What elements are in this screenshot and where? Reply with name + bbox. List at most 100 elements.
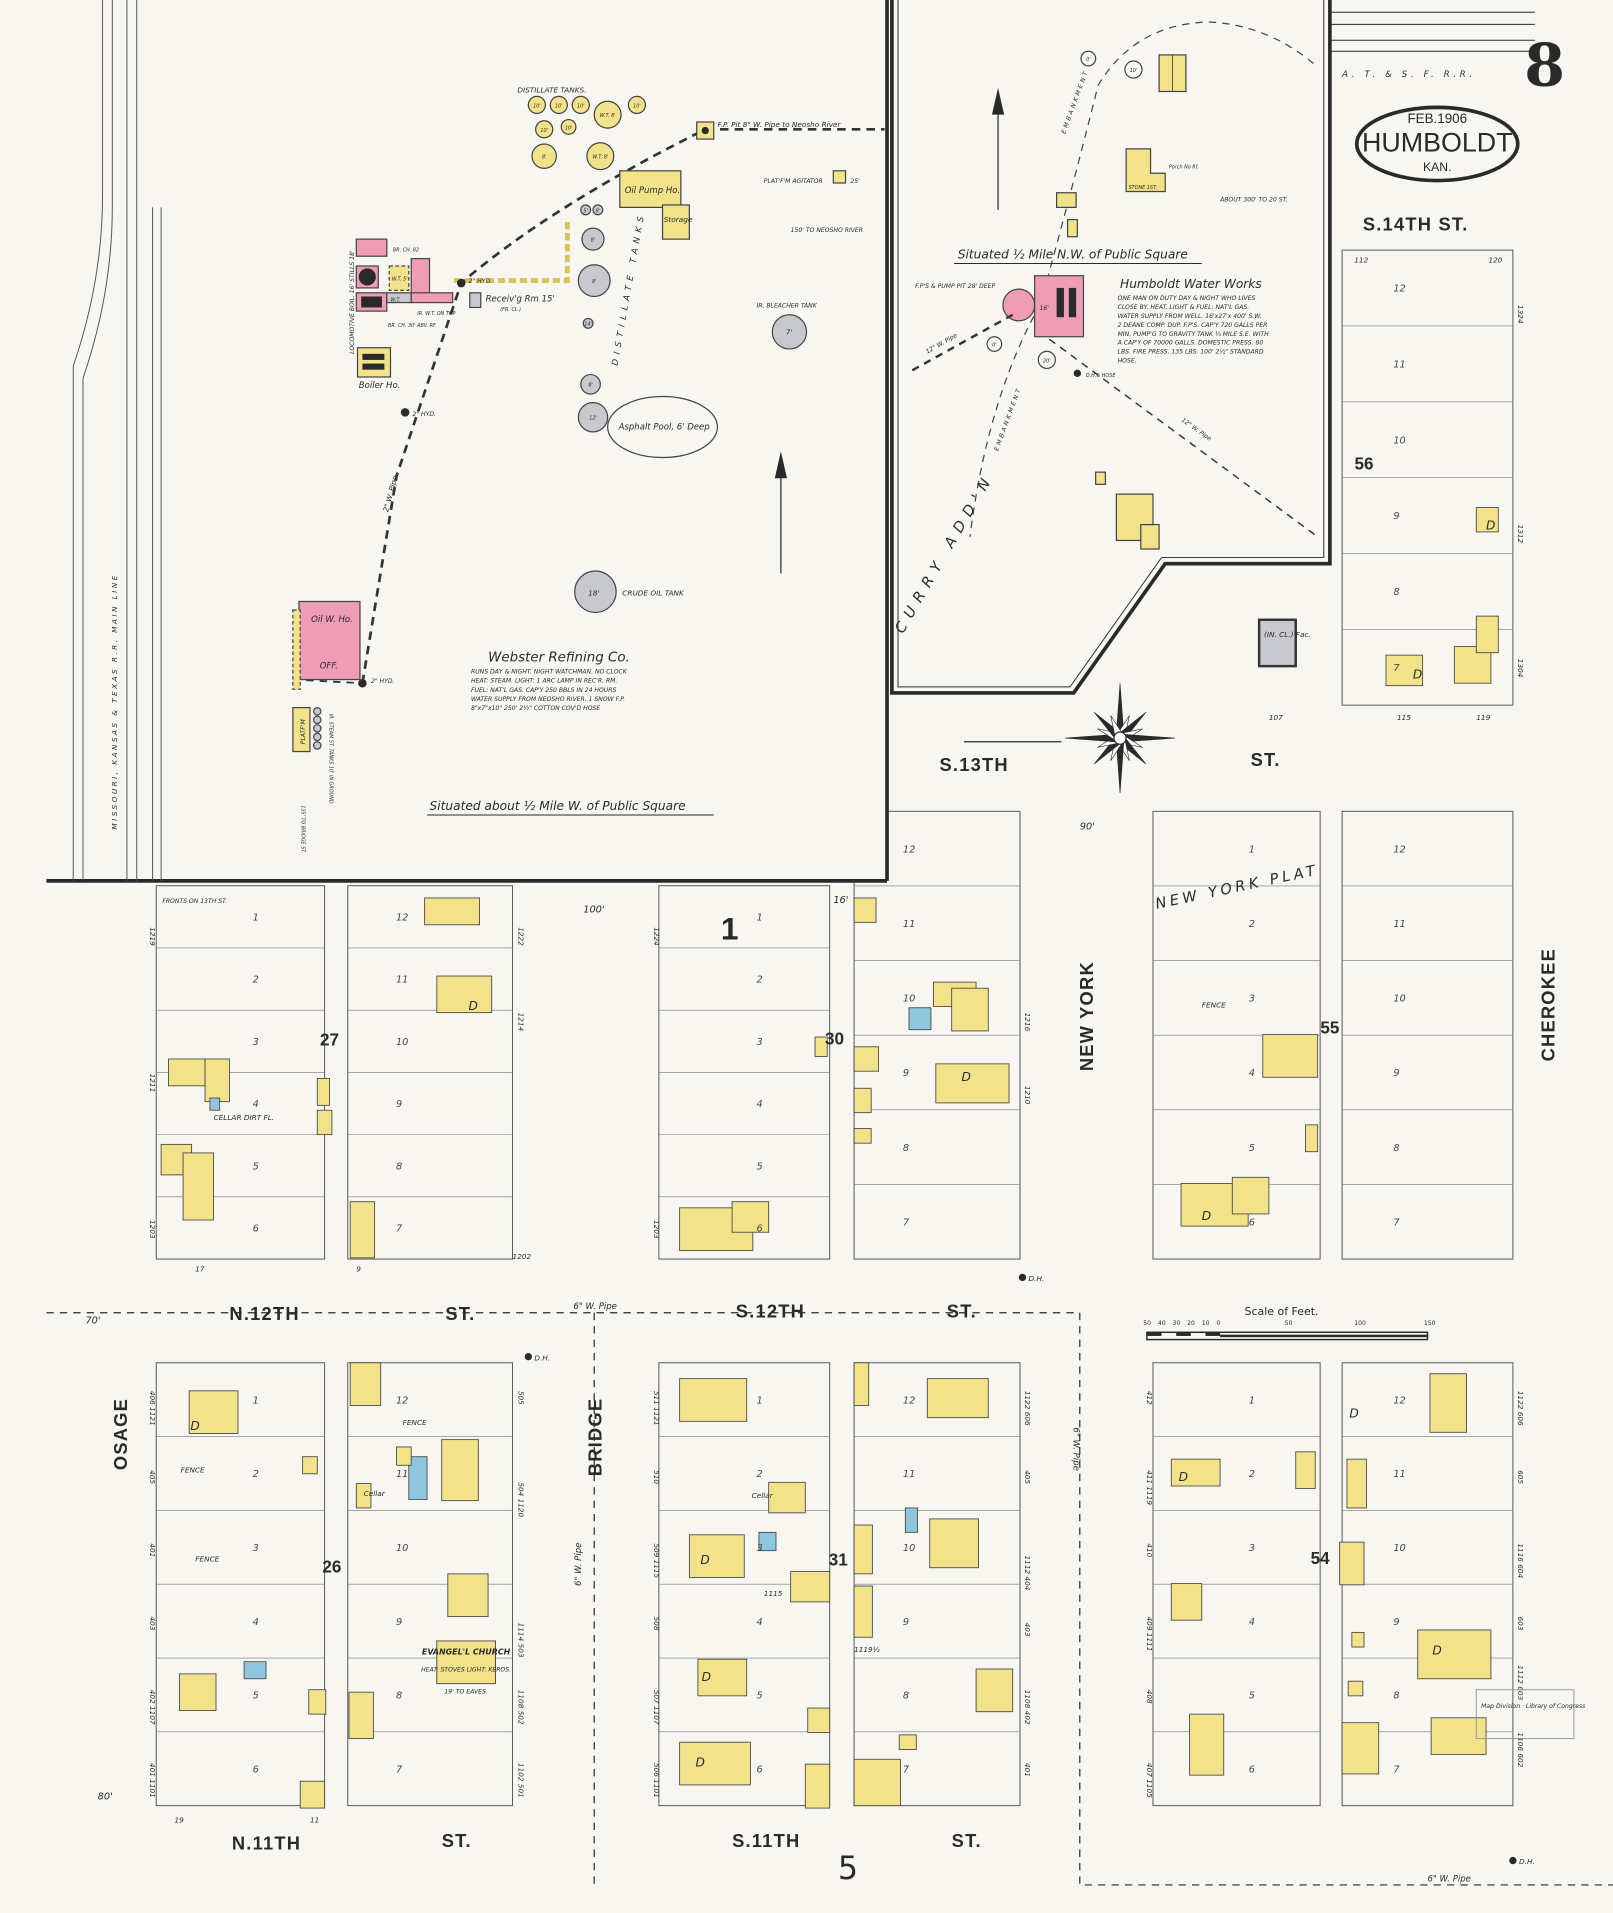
address-number: 1108 502 [517,1690,526,1725]
lot-number: 3 [1249,1543,1255,1554]
lot-number: 9 [1393,1068,1399,1079]
address-number: 401 1101 [148,1763,157,1798]
pit-label: F.P'S & PUMP PIT 28' DEEP [915,283,995,290]
building [355,1483,372,1509]
lot-number: 10 [1393,994,1405,1005]
building [679,1741,751,1786]
street-label: OSAGE [110,1398,131,1470]
address-number: 508 [652,1617,661,1631]
lot-number: 3 [1249,994,1255,1005]
water-pipe [1048,338,1319,538]
block-number: 1 [721,910,739,946]
lot-number: 9 [903,1068,909,1079]
water-pipe [908,313,1014,374]
scale-tick: 40 [1158,1320,1166,1327]
still-icon [361,296,382,308]
building [935,1063,1010,1104]
lot-number: 5 [1249,1143,1255,1154]
lot-number: 4 [756,1617,762,1628]
factory-building [1257,618,1297,668]
building [908,1007,932,1031]
library-stamp [1475,1689,1575,1740]
address-number: 410 [1145,1543,1154,1557]
building [853,1585,873,1638]
iron-tank [581,227,605,251]
block-number: 56 [1355,455,1374,474]
lot-number: 12 [396,1395,408,1406]
building-label: PLATF'M [300,719,307,745]
address-number: 1222 [517,927,526,946]
address-number: 1112 603 [1516,1665,1525,1700]
pipe-label: 6" W. Pipe [1071,1427,1081,1470]
street-label: ST. [442,1830,472,1851]
building [299,1780,326,1809]
lot-number: 10 [903,1543,915,1554]
lot-number: 5 [253,1691,259,1702]
building [904,1507,918,1533]
address-number: 506 1101 [652,1763,661,1798]
still-icon [358,268,376,286]
address-number: 412 [1145,1391,1154,1405]
chimney-label: BR. CH. 82 [393,247,419,253]
building [1351,1631,1365,1648]
lot-number: 4 [253,1617,259,1628]
address-number: 1122 606 [1023,1391,1032,1426]
building [182,1152,214,1221]
lot-number: 12 [903,1395,915,1406]
distance-label: 150' TO NEOSHO RIVER [791,227,863,234]
railroad-track [72,0,104,881]
railroad-label: MISSOURI, KANSAS & TEXAS R.R. MAIN LINE [110,573,119,829]
building-label: Storage [664,215,693,224]
building-label: Boiler Ho. [359,381,401,391]
address-number: 406 1121 [148,1391,157,1426]
lot-number: 12 [1393,284,1405,295]
building [731,1201,770,1233]
street-width: 80' [98,1792,113,1803]
address-number: 1202 [512,1252,531,1261]
address-number: 115 [1397,713,1411,722]
tank-size: 18' [588,588,599,597]
steam-tank [312,707,322,716]
address-number: 1106 602 [1516,1732,1525,1767]
waterworks-description: HOSE. [1118,357,1137,364]
refinery-description: FUEL: NAT'L GAS. CAP'Y 250 BBLS IN 24 HO… [471,687,616,694]
lot-number: 8 [396,1691,402,1702]
lot-number: 6 [756,1224,762,1235]
dwelling-mark: D [700,1553,709,1567]
dwelling-mark: D [1413,667,1422,681]
address-number: 401 [148,1543,157,1557]
north-arrow-icon [774,451,787,479]
lot-number: 1 [1249,844,1255,855]
lot-number: 4 [1249,1068,1255,1079]
steam-tank [312,741,322,750]
address-label: 1119½ [854,1645,880,1654]
building [178,1673,217,1711]
waterworks-description: CLOSE BY. HEAT, LIGHT & FUEL: NAT'L GAS. [1118,304,1250,311]
pipe-house [410,292,454,304]
address-number: 603 [1516,1617,1525,1631]
lot-number: 2 [253,975,259,986]
tank-size: 10' [555,103,563,109]
lot-number: 4 [253,1099,259,1110]
lot-number: 3 [756,1543,762,1554]
hydrant-icon [400,408,410,417]
lot-number: 5 [1249,1691,1255,1702]
refinery-inset [46,0,888,881]
embankment [969,292,1048,537]
receiving-room [469,292,482,309]
building [1417,1629,1492,1680]
building [302,1456,318,1475]
building [758,1531,777,1552]
building-label: OFF. [320,662,338,672]
building [1189,1713,1225,1776]
city-blocks [155,249,1514,1807]
scale-tick: 20 [1187,1320,1195,1327]
address-number: 119 [1476,713,1490,722]
block-number: 55 [1320,1018,1339,1037]
chimney-label: BR. CH. 30' ABV. RF. [388,323,437,329]
north-arrow-icon [991,87,1005,115]
church-label: EVANGEL'L CHURCH [422,1647,511,1656]
storage-building [661,204,690,240]
factory-label: (IN. CL.) Fac. [1264,630,1311,639]
building [1347,1680,1364,1697]
